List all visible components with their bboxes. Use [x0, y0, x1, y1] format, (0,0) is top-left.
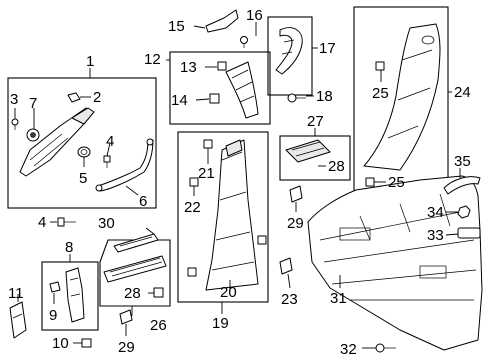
- part-10-clip: [81, 338, 92, 348]
- part-33-cover: [457, 227, 481, 239]
- callout-1: 1: [86, 53, 94, 70]
- part-30-scuff-plate: [113, 233, 159, 253]
- part-3-screw: [11, 118, 19, 130]
- part-19-clip-left: [187, 267, 197, 277]
- part-22-clip: [189, 177, 199, 187]
- part-25-clip-lower: [365, 177, 375, 187]
- callout-6: 6: [139, 193, 147, 210]
- callout-23: 23: [281, 291, 298, 308]
- part-2-clip: [67, 92, 81, 103]
- part-29-clip-lower: [119, 309, 133, 325]
- part-5-retainer: [77, 146, 91, 158]
- part-12-trim: [225, 61, 259, 119]
- part-18-bolt: [287, 93, 306, 103]
- callout-8: 8: [65, 239, 73, 256]
- callout-2: 2: [93, 89, 101, 106]
- callout-33: 33: [427, 227, 444, 244]
- part-7-pillar-trim: [19, 107, 95, 177]
- callout-21: 21: [198, 165, 215, 182]
- part-19-clip-right: [257, 235, 267, 245]
- callout-11: 11: [8, 285, 24, 302]
- group-box-19: [177, 131, 269, 303]
- callout-19: 19: [212, 315, 229, 332]
- part-28-clip-lower: [153, 287, 164, 298]
- callout-34: 34: [427, 204, 444, 221]
- callout-24: 24: [454, 84, 471, 101]
- callout-32: 32: [340, 341, 357, 358]
- callout-16: 16: [246, 7, 263, 24]
- part-31-back-panel: [307, 175, 483, 351]
- group-box-1: [7, 77, 157, 209]
- callout-25-lower: 25: [388, 174, 405, 191]
- part-15-bracket: [205, 9, 239, 33]
- part-9-clip: [49, 281, 61, 293]
- part-27-tray: [285, 139, 331, 163]
- callout-18: 18: [316, 88, 333, 105]
- part-14-clip: [209, 93, 220, 104]
- callout-28-lower: 28: [124, 285, 141, 302]
- callout-20: 20: [220, 284, 237, 301]
- part-23-clip: [279, 257, 293, 275]
- part-17-handle: [275, 27, 303, 75]
- part-6-grab-handle: [95, 138, 154, 192]
- part-26-sill-plate: [103, 255, 167, 283]
- group-box-12: [169, 51, 271, 125]
- part-21-clip: [203, 139, 213, 149]
- group-box-30-26: [99, 239, 171, 307]
- part-34-nut: [457, 205, 471, 219]
- callout-7: 7: [29, 95, 37, 112]
- part-35-trim: [443, 176, 481, 195]
- callout-15: 15: [168, 18, 185, 35]
- part-4-bolt-upper: [103, 155, 111, 168]
- callout-13: 13: [180, 59, 197, 76]
- callout-4-lower: 4: [38, 214, 46, 231]
- part-11-trim: [9, 301, 27, 339]
- callout-29-lower: 29: [118, 339, 135, 356]
- part-13-clip: [217, 61, 227, 71]
- callout-22: 22: [184, 199, 201, 216]
- callout-14: 14: [171, 92, 188, 109]
- callout-3: 3: [10, 91, 18, 108]
- part-29-clip-upper: [289, 185, 303, 203]
- callout-5: 5: [79, 170, 87, 187]
- callout-31: 31: [330, 290, 347, 307]
- part-25-clip-upper: [375, 61, 385, 71]
- callout-28-upper: 28: [328, 158, 345, 175]
- callout-30: 30: [98, 215, 115, 232]
- part-8-trim-panel: [65, 267, 85, 323]
- leader-lines: [14, 22, 461, 349]
- part-32-bolt: [375, 343, 396, 353]
- callout-9: 9: [49, 307, 57, 324]
- part-24-quarter-trim: [363, 23, 441, 171]
- callout-17: 17: [319, 40, 336, 57]
- callout-25-upper: 25: [372, 85, 389, 102]
- callout-27: 27: [307, 113, 324, 130]
- part-4-bolt-lower: [57, 217, 76, 227]
- callout-29-upper: 29: [287, 215, 304, 232]
- part-16-screw: [240, 36, 248, 48]
- callout-4-upper: 4: [106, 133, 114, 150]
- callout-26: 26: [150, 317, 167, 334]
- callout-35: 35: [454, 153, 471, 170]
- part-20-b-pillar: [205, 139, 259, 291]
- callout-12: 12: [144, 51, 161, 68]
- callout-10: 10: [52, 335, 69, 352]
